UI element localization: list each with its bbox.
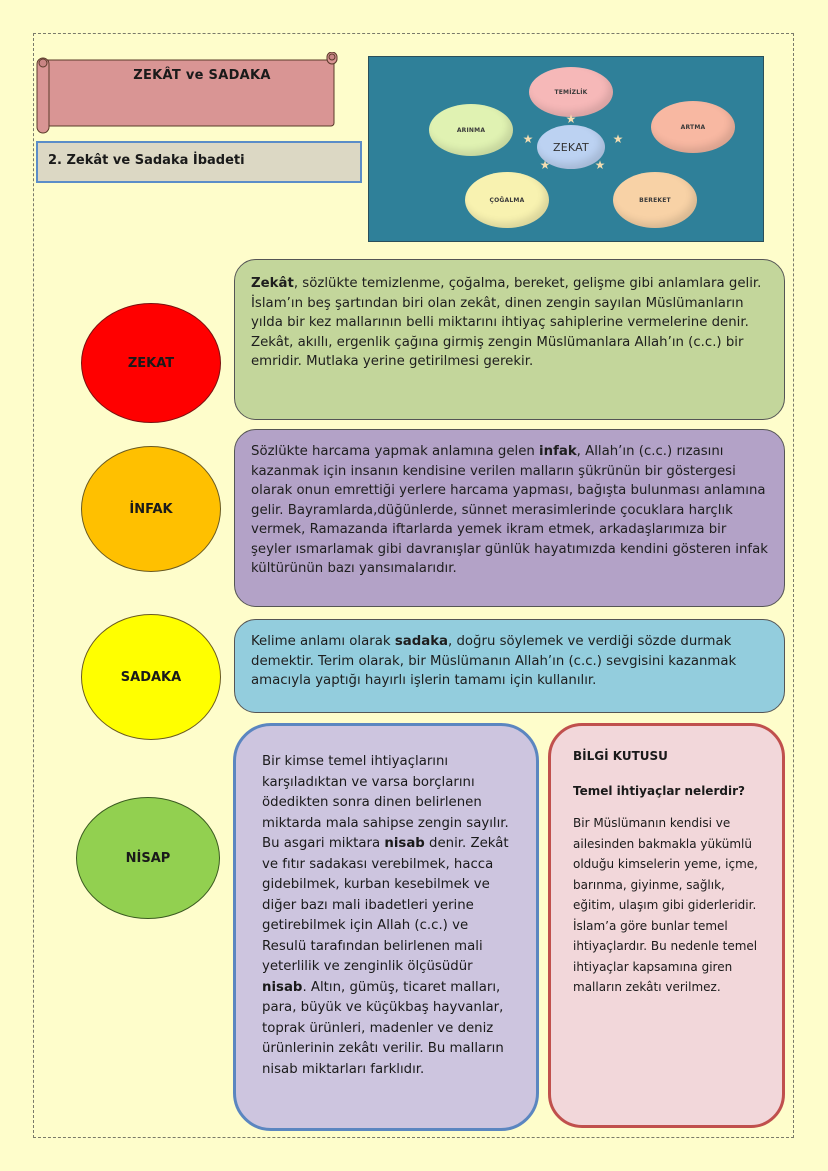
sadaka-text-before: Kelime anlamı olarak [251, 634, 395, 649]
zekat-definition-text: , sözlükte temizlenme, çoğalma, bereket,… [251, 276, 762, 369]
diagram-node-temizlik: TEMİZLİK [529, 67, 613, 117]
nisap-text-3: . Altın, gümüş, ticaret malları, para, b… [262, 979, 504, 1077]
sadaka-text-after: , doğru söylemek ve verdiği sözde durmak… [251, 634, 737, 688]
info-box: BİLGİ KUTUSU Temel ihtiyaçlar nelerdir? … [548, 723, 785, 1128]
sadaka-definition-box: Kelime anlamı olarak sadaka, doğru söyle… [234, 619, 785, 713]
title-scroll-banner: ZEKÂT ve SADAKA [36, 52, 338, 134]
zekat-term: Zekât [251, 276, 294, 291]
infak-text-before: Sözlükte harcama yapmak anlamına gelen [251, 444, 540, 459]
diagram-center-zekat: ZEKAT [537, 125, 605, 169]
zekat-definition-box: Zekât, sözlükte temizlenme, çoğalma, ber… [234, 259, 785, 420]
infak-circle: İNFAK [81, 446, 221, 572]
diagram-node-bereket: BEREKET [613, 172, 697, 228]
infak-label: İNFAK [129, 501, 173, 517]
nisap-term-2: nisab [262, 979, 303, 995]
section-subtitle: 2. Zekât ve Sadaka İbadeti [36, 141, 362, 183]
zekat-circle: ZEKAT [81, 303, 221, 423]
page-border [33, 33, 794, 1138]
nisap-definition-box: Bir kimse temel ihtiyaçlarını karşıladık… [233, 723, 539, 1131]
zekat-label: ZEKAT [127, 355, 175, 371]
star-arrow-icon: ★ [594, 158, 606, 172]
nisap-circle: NİSAP [76, 797, 220, 919]
infak-definition-box: Sözlükte harcama yapmak anlamına gelen i… [234, 429, 785, 607]
infak-term: infak [539, 444, 577, 459]
nisap-term-1: nisab [384, 836, 425, 851]
nisap-text-1: Bir kimse temel ihtiyaçlarını karşıladık… [262, 754, 509, 851]
info-box-title: BİLGİ KUTUSU [573, 749, 668, 763]
infak-text-after: , Allah’ın (c.c.) rızasını kazanmak için… [251, 444, 768, 576]
star-arrow-icon: ★ [565, 112, 577, 126]
star-arrow-icon: ★ [522, 132, 534, 146]
nisap-label: NİSAP [125, 850, 171, 866]
sadaka-term: sadaka [394, 634, 449, 649]
star-arrow-icon: ★ [539, 158, 551, 172]
info-box-question: Temel ihtiyaçlar nelerdir? [573, 783, 745, 798]
page-title: ZEKÂT ve SADAKA [133, 68, 271, 83]
info-box-text: Bir Müslümanın kendisi ve ailesinden bak… [573, 816, 758, 994]
nisap-text-2: denir. Zekât ve fıtır sadakası verebilme… [262, 836, 509, 974]
sadaka-circle: SADAKA [81, 614, 221, 740]
sadaka-label: SADAKA [120, 669, 182, 685]
diagram-node-artma: ARTMA [651, 101, 735, 153]
zekat-concept-diagram: TEMİZLİK ARTMA BEREKET ÇOĞALMA ARINMA ZE… [368, 56, 764, 242]
star-arrow-icon: ★ [612, 132, 624, 146]
diagram-node-cogalma: ÇOĞALMA [465, 172, 549, 228]
diagram-node-arinma: ARINMA [429, 104, 513, 156]
scroll-shape-icon [36, 52, 338, 134]
